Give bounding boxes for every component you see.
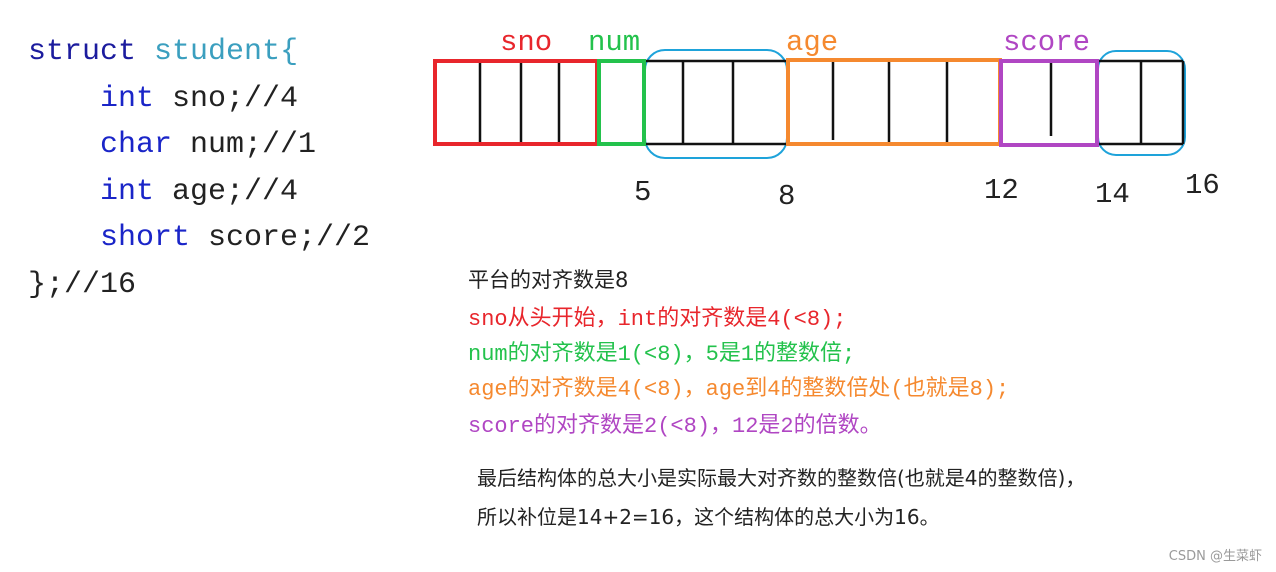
offset-label: 8 [778,180,795,213]
field-decl: num;//1 [172,128,317,162]
field-decl: age;//4 [154,174,299,209]
field-type: int [100,174,155,209]
member-box-score [999,59,1099,147]
note-platform-alignment: 平台的对齐数是8 [468,268,629,292]
field-type: char [100,128,173,162]
label-score: score [1003,26,1090,59]
struct-name: student{ [154,35,299,69]
code-block: struct student{ int sno;//4 char num;//1… [28,29,370,308]
padding-region-1 [644,49,788,159]
note-summary-line-2: 所以补位是14+2=16，这个结构体的总大小为16。 [477,505,940,529]
offset-label: 12 [984,174,1019,207]
field-decl: score;//2 [190,221,371,255]
watermark: CSDN @生菜虾 [1168,549,1262,564]
offset-label: 16 [1185,169,1220,202]
label-num: num [588,26,640,59]
offset-label: 14 [1095,178,1130,211]
note-sno: sno从头开始，int的对齐数是4(<8); [468,307,847,332]
note-age: age的对齐数是4(<8)，age到4的整数倍处(也就是8); [468,377,1010,402]
label-sno: sno [500,26,552,59]
code-line-struct-close: };//16 [28,267,137,302]
field-type: short [100,221,191,255]
code-line-struct-open: struct student{ [28,29,370,76]
member-box-age [786,58,1002,146]
code-line-field-sno: int sno;//4 [28,76,370,123]
code-line-field-num: char num;//1 [28,122,370,169]
offset-label: 5 [634,176,651,209]
struct-keyword: struct [28,35,137,69]
note-summary-line-1: 最后结构体的总大小是实际最大对齐数的整数倍(也就是4的整数倍)， [477,466,1086,490]
note-num: num的对齐数是1(<8)，5是1的整数倍; [468,342,856,367]
code-line-field-score: short score;//2 [28,215,370,262]
label-age: age [786,26,838,59]
member-box-sno [433,59,599,146]
code-line-field-age: int age;//4 [28,169,370,216]
field-decl: sno;//4 [154,81,299,116]
note-score: score的对齐数是2(<8)，12是2的倍数。 [468,414,882,439]
field-type: int [100,81,155,116]
member-box-num [597,59,646,146]
